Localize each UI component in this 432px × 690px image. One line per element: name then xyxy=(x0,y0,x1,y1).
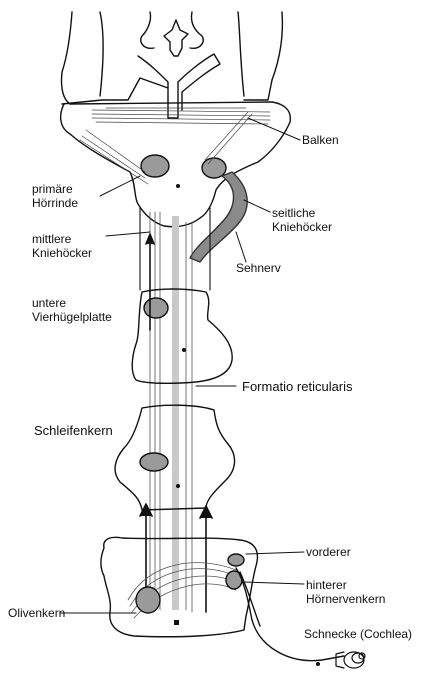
label-schnecke: Schnecke (Cochlea) xyxy=(304,627,412,641)
formatio-reticularis-band xyxy=(172,216,179,610)
mittlere-kniehocker-nucleus xyxy=(141,155,169,177)
label-sehnerv: Sehnerv xyxy=(236,261,281,275)
label-mittlere-kniehocker: mittlere Kniehöcker xyxy=(32,232,92,260)
label-olivenkern: Olivenkern xyxy=(8,606,65,620)
label-balken: Balken xyxy=(302,133,339,147)
label-hinterer-hornervenkern: hinterer Hörnervenkern xyxy=(306,578,385,606)
untere-vierhugelplatte-nucleus xyxy=(144,298,168,318)
balken-fibers xyxy=(92,108,270,124)
label-formatio-reticularis: Formatio reticularis xyxy=(242,379,353,394)
label-vorderer: vorderer xyxy=(306,545,351,559)
label-primare-horrinde: primäre Hörrinde xyxy=(32,182,78,210)
seitliche-kniehocker-nucleus xyxy=(202,158,226,178)
schleifenkern-nucleus xyxy=(140,453,168,471)
vorderer-nucleus xyxy=(228,554,244,566)
olivenkern-nucleus xyxy=(136,587,160,613)
thalamus-outline xyxy=(61,102,291,227)
central-columns xyxy=(150,212,192,612)
label-schleifenkern: Schleifenkern xyxy=(34,423,113,438)
label-seitliche-kniehocker: seitliche Kniehöcker xyxy=(272,206,332,234)
label-untere-vierhugelplatte: untere Vierhügelplatte xyxy=(32,296,112,324)
